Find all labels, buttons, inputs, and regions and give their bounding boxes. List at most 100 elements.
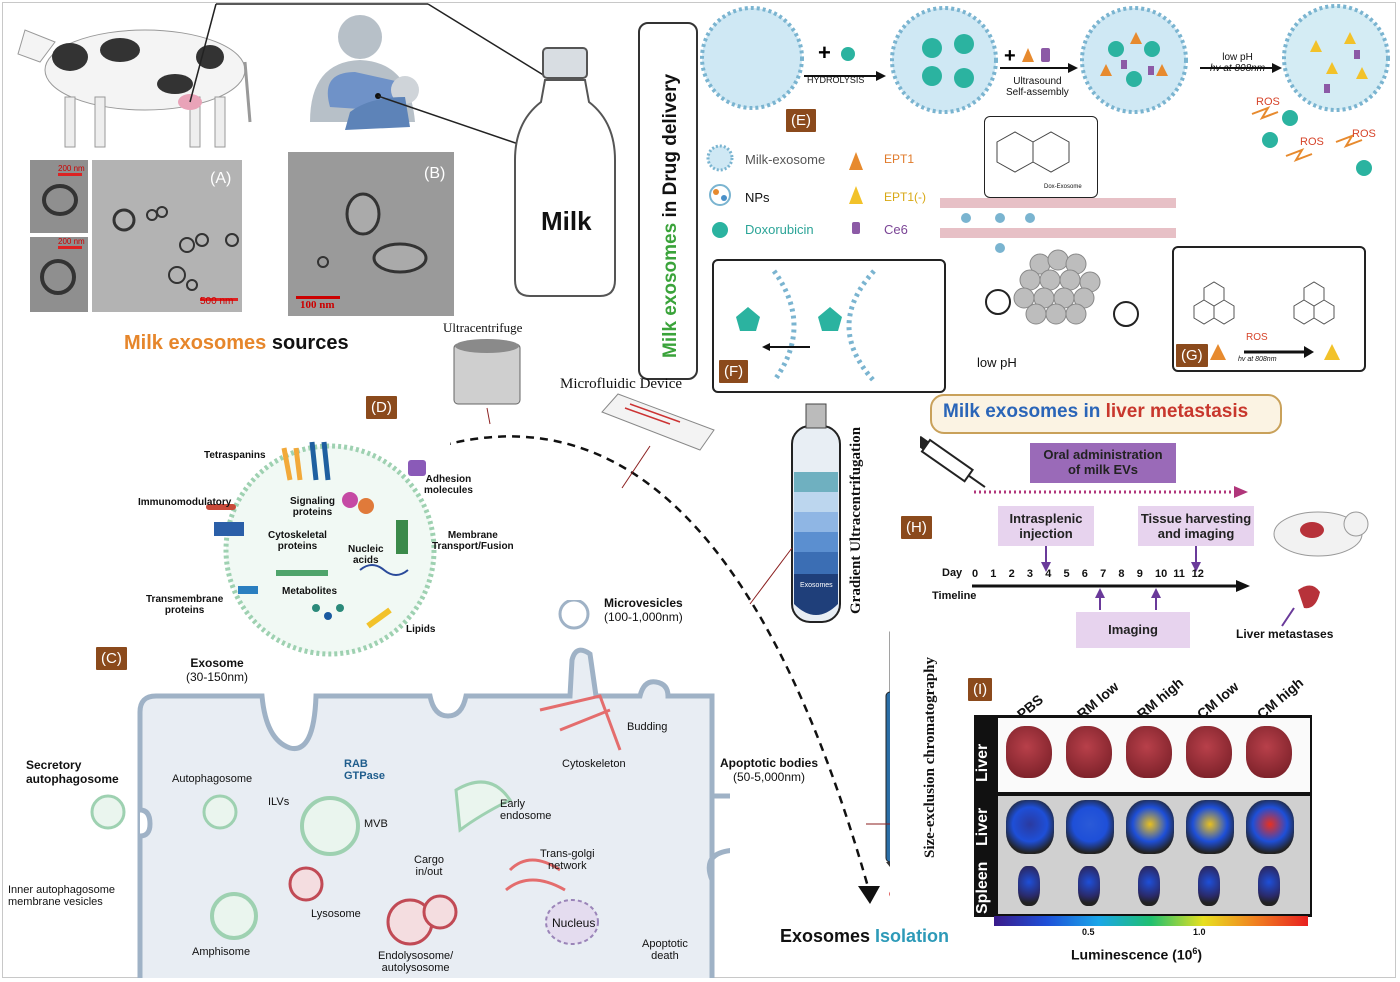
legend-milk-exosome: Milk-exosome	[745, 152, 826, 167]
intrasplenic-l1: Intrasplenic	[1009, 511, 1083, 526]
timeline-day: 4	[1045, 568, 1052, 580]
step-lowph-l2: hv at 808nm	[1210, 63, 1266, 74]
liver-photo	[1066, 726, 1112, 778]
immunomodulatory-label: Immunomodulatory	[138, 497, 232, 508]
ultracentrifuge-label: Ultracentrifuge	[443, 320, 523, 335]
transgolgi-l1: Trans-golgi	[540, 848, 595, 860]
isolation-title-color: Isolation	[875, 926, 950, 946]
tetraspanins-label: Tetraspanins	[204, 450, 266, 461]
timeline-illustration	[920, 435, 1369, 627]
legend-doxorubicin: Doxorubicin	[745, 222, 814, 237]
signaling-l2: proteins	[292, 507, 333, 518]
ros-label-3: ROS	[1352, 128, 1376, 140]
mother-baby-icon	[310, 15, 419, 130]
inner-l2: membrane vesicles	[8, 896, 103, 908]
rab-l2: GTPase	[344, 770, 385, 782]
drug-delivery-process: + +	[700, 4, 1390, 176]
luminescence-colorbar	[994, 916, 1308, 926]
liver-title-red: liver metastasis	[1105, 401, 1249, 422]
cytoskeleton-label: Cytoskeleton	[562, 758, 626, 770]
cell-illustration	[90, 600, 730, 978]
rab-l1: RAB	[344, 758, 368, 770]
nucleic-l2: acids	[353, 555, 379, 566]
scale-label-a2: 200 nm	[58, 237, 85, 246]
timeline-day: 9	[1136, 568, 1143, 580]
dox-exosome-label: Dox-Exosome	[1044, 184, 1082, 190]
row-liver2-label: Liver	[974, 807, 991, 846]
sources-title-rest: sources	[266, 332, 349, 354]
day-label: Day	[942, 567, 963, 579]
nucleic-l1: Nucleic	[348, 544, 384, 555]
microvesicles-l1: Microvesicles	[604, 596, 683, 610]
micrograph-a1	[30, 160, 88, 233]
oral-l2: of milk EVs	[1067, 462, 1139, 477]
panel-e-tag: (E)	[786, 109, 816, 132]
panel-g-tag: (G)	[1176, 344, 1208, 367]
exosome-l1: Exosome	[190, 656, 244, 670]
ivis-liver-image	[1186, 800, 1234, 854]
svg-text:+: +	[1004, 45, 1016, 67]
milk-bottle-icon	[514, 47, 616, 297]
scale-tick-05: 0.5	[1082, 927, 1095, 937]
luminescence-label: Luminescence (106)	[1071, 946, 1202, 963]
timeline-day: 7	[1100, 568, 1107, 580]
isolation-title: Exosomes Isolation	[780, 926, 949, 947]
panel-i-tag: (I)	[968, 678, 993, 701]
cytoskeletal-l1: Cytoskeletal	[268, 530, 327, 541]
scale-label-a1: 200 nm	[58, 164, 85, 173]
liver-photo	[1126, 726, 1172, 778]
imaging-box: Imaging	[1076, 612, 1190, 648]
svg-text:+: +	[818, 40, 831, 65]
tissue-l1: Tissue harvesting	[1140, 511, 1252, 526]
timeline-day: 0	[972, 568, 979, 580]
panel-f-box	[712, 259, 946, 393]
transmembrane-l2: proteins	[164, 605, 205, 616]
apop-death-l1: Apoptotic	[642, 938, 688, 950]
row-liver-label: Liver	[974, 743, 991, 782]
g-hv-label: hv at 808nm	[1238, 356, 1277, 363]
step-hydrolysis: HYDROLYSIS	[807, 75, 865, 85]
panel-a-tag: (A)	[210, 170, 232, 187]
low-ph-label: low pH	[977, 355, 1017, 370]
secretory-l2: autophagosome	[26, 772, 119, 786]
membrane-l2: Transport/Fusion	[432, 541, 514, 552]
micrograph-a2	[30, 237, 88, 312]
timeline-day: 1	[990, 568, 997, 580]
sources-illustration	[17, 3, 559, 149]
panel-c-tag: (C)	[96, 647, 127, 670]
amphisome-label: Amphisome	[192, 946, 251, 958]
scale-bar-a1	[58, 173, 82, 176]
drug-delivery-title: Milk exosomes in Drug delivery	[660, 74, 682, 358]
microfluidic-label: Microfluidic Device	[560, 376, 683, 392]
metabolites-label: Metabolites	[282, 586, 338, 597]
micrograph-a3	[92, 160, 242, 312]
nucleus-label: Nucleus	[552, 916, 596, 930]
luminescence-exp: 6	[1192, 946, 1198, 956]
milk-label: Milk	[541, 206, 592, 236]
luminescence-text: Luminescence (10	[1071, 946, 1193, 963]
ivis-liver-image	[1246, 800, 1294, 854]
signaling-l1: Signaling	[290, 496, 335, 507]
inner-l1: Inner autophagosome	[8, 884, 116, 896]
endolysosome-label: Endolysosome/autolysosome	[378, 950, 453, 974]
ivis-liver-image	[1006, 800, 1054, 854]
drug-delivery-title-rest: in Drug delivery	[660, 73, 681, 223]
ros-label-1: ROS	[1256, 96, 1280, 108]
timeline-day: 8	[1118, 568, 1125, 580]
tumor-vessel-illustration	[940, 198, 1176, 327]
scale-bar-a2	[58, 246, 82, 249]
early-l2: endosome	[500, 810, 552, 822]
legend-ce6: Ce6	[884, 222, 908, 237]
